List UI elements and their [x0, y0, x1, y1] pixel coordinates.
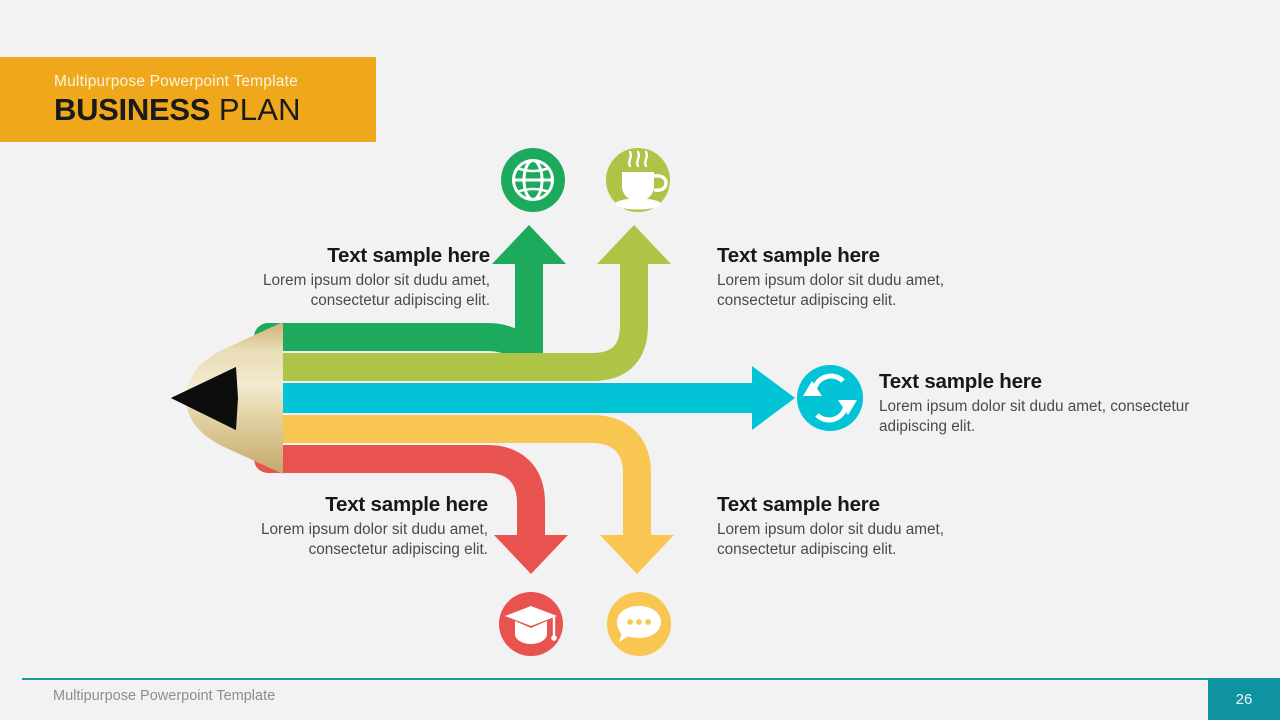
graduation-cap-icon[interactable]: [499, 592, 563, 656]
text-block-title: Text sample here: [717, 244, 880, 267]
text-block-body: Lorem ipsum dolor sit dudu amet, consect…: [879, 397, 1190, 435]
text-block-top-right: Text sample here Lorem ipsum dolor sit d…: [717, 243, 1017, 311]
text-block-body: Lorem ipsum dolor sit dudu amet, consect…: [717, 271, 945, 309]
branch-top-right-arrow: [254, 225, 671, 381]
text-block-title: Text sample here: [717, 493, 880, 516]
text-block-top-left: Text sample here Lorem ipsum dolor sit d…: [185, 243, 490, 311]
branch-bottom-left-arrow: [254, 445, 568, 574]
header-kicker: Multipurpose Powerpoint Template: [54, 72, 298, 90]
page-title: BUSINESS PLAN: [54, 93, 376, 127]
page-title-light: PLAN: [210, 92, 301, 128]
footer-divider: [22, 678, 1208, 680]
text-block-title: Text sample here: [327, 244, 490, 267]
coffee-cup-icon[interactable]: [606, 148, 670, 212]
text-block-title: Text sample here: [325, 493, 488, 516]
text-block-title: Text sample here: [879, 370, 1042, 393]
pencil-graphite-tip: [171, 367, 238, 430]
text-block-middle-right: Text sample here Lorem ipsum dolor sit d…: [879, 369, 1199, 437]
branch-bottom-right-arrow: [254, 415, 674, 574]
globe-icon[interactable]: [501, 148, 565, 212]
refresh-sync-icon[interactable]: [797, 365, 863, 431]
text-block-bottom-right: Text sample here Lorem ipsum dolor sit d…: [717, 492, 1017, 560]
text-block-bottom-left: Text sample here Lorem ipsum dolor sit d…: [185, 492, 488, 560]
page-title-bold: BUSINESS: [54, 92, 211, 128]
slide-header-band: Multipurpose Powerpoint Template BUSINES…: [0, 57, 376, 142]
page-number-badge: 26: [1208, 678, 1280, 720]
text-block-body: Lorem ipsum dolor sit dudu amet, consect…: [260, 520, 488, 558]
chat-bubble-icon[interactable]: [607, 592, 671, 656]
text-block-body: Lorem ipsum dolor sit dudu amet, consect…: [262, 271, 490, 309]
text-block-body: Lorem ipsum dolor sit dudu amet, consect…: [717, 520, 945, 558]
branch-middle-arrow: [253, 366, 795, 430]
footer-text: Multipurpose Powerpoint Template: [53, 688, 276, 704]
